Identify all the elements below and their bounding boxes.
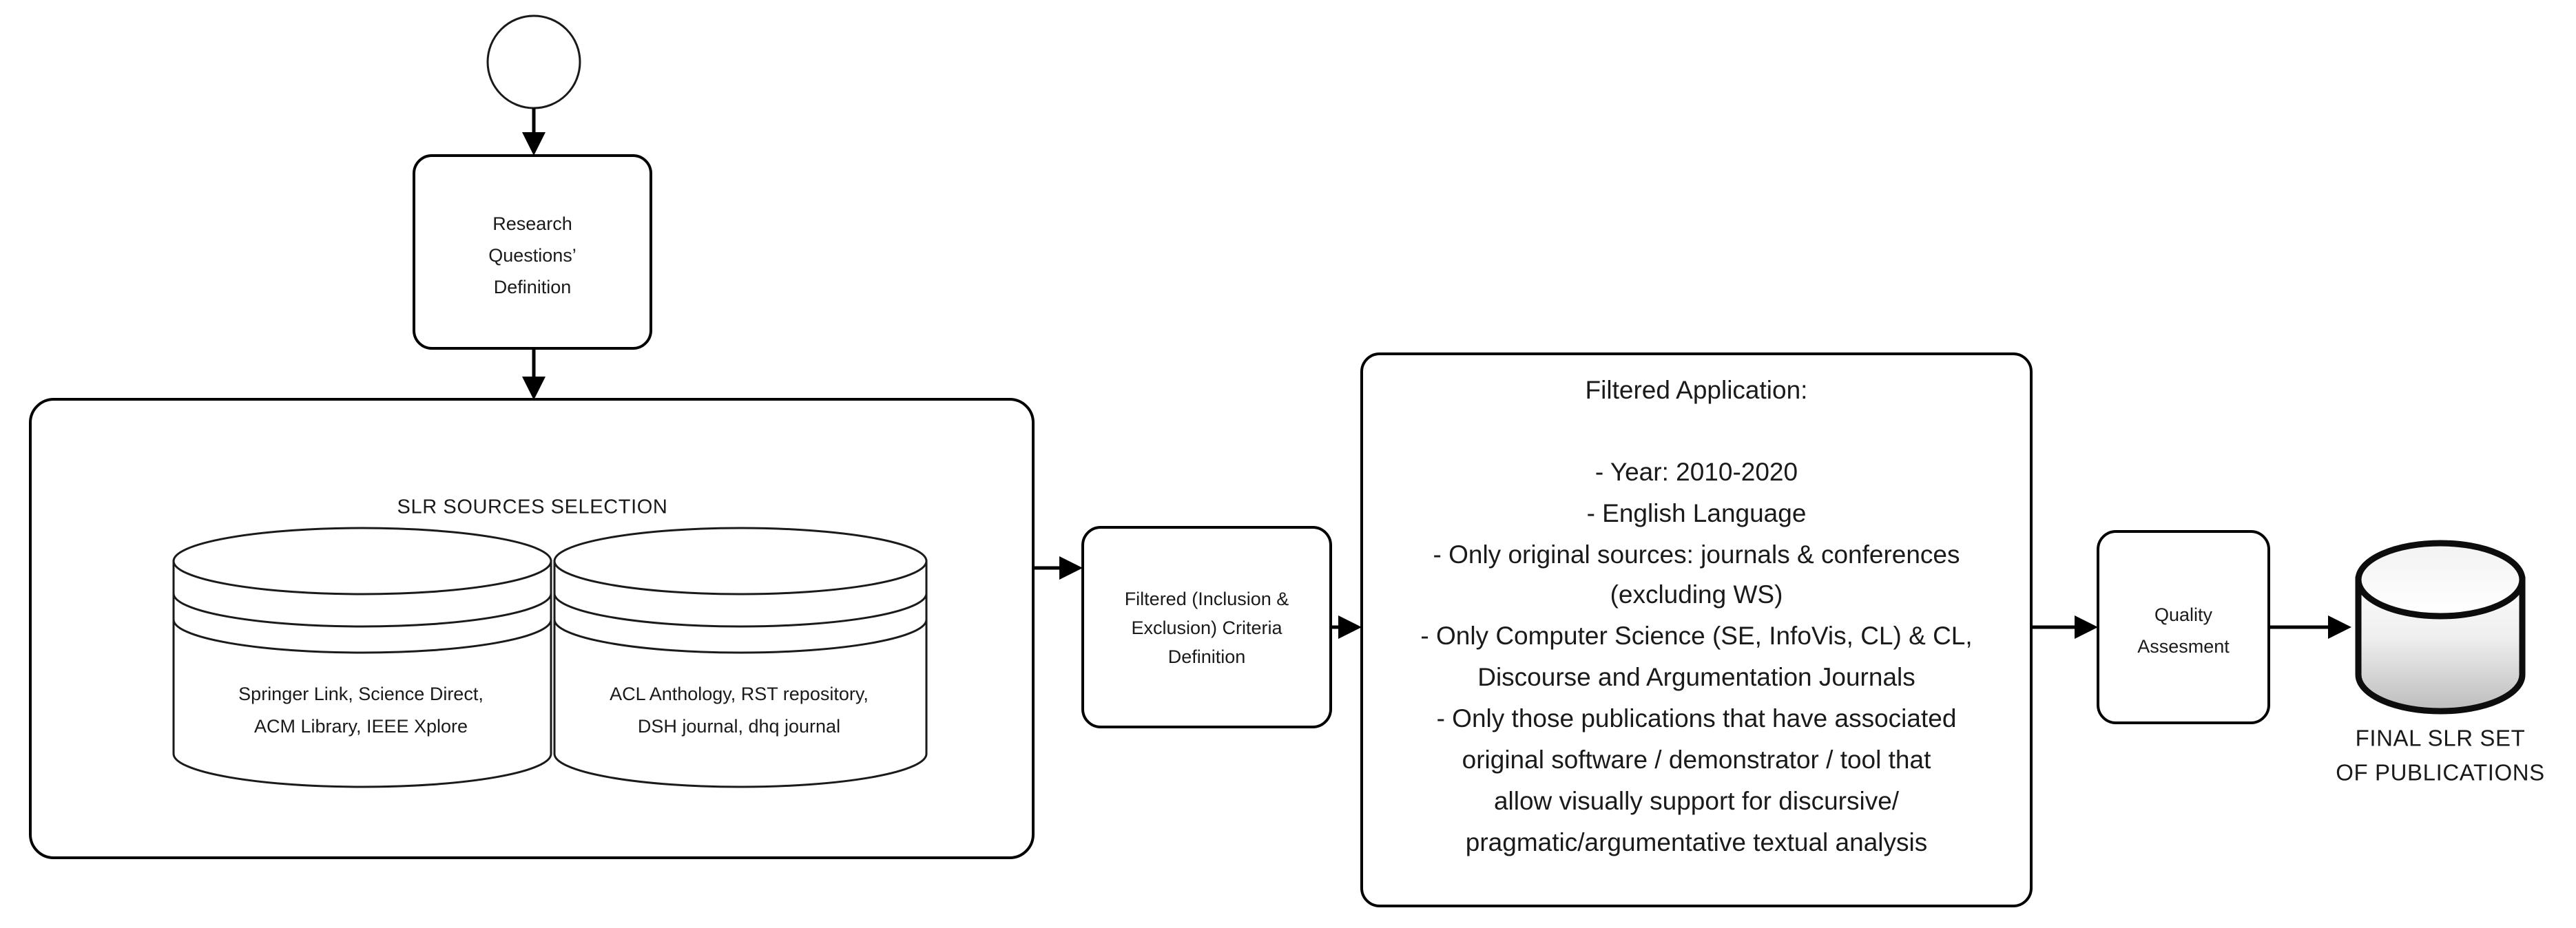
quality-assessment-box[interactable] bbox=[2097, 530, 2270, 724]
connector-slr-sources-to-criteria bbox=[1033, 556, 1083, 580]
connector-criteria-to-filtered-application bbox=[1331, 615, 1362, 639]
connector-quality-to-final-output bbox=[2269, 615, 2351, 639]
connector-research-questions-to-slr-sources bbox=[522, 348, 546, 400]
final-output-cylinder-icon bbox=[2355, 540, 2526, 715]
database-cylinder-icon-2 bbox=[553, 527, 928, 788]
database-cylinder-icon-1 bbox=[172, 527, 552, 788]
connector-filtered-application-to-quality bbox=[2031, 615, 2098, 639]
start-circle-icon bbox=[486, 14, 581, 109]
research-questions-box[interactable] bbox=[413, 154, 652, 350]
connector-start-to-research-questions bbox=[522, 108, 546, 156]
filtered-application-box[interactable] bbox=[1360, 352, 2033, 907]
criteria-definition-box[interactable] bbox=[1081, 526, 1332, 728]
